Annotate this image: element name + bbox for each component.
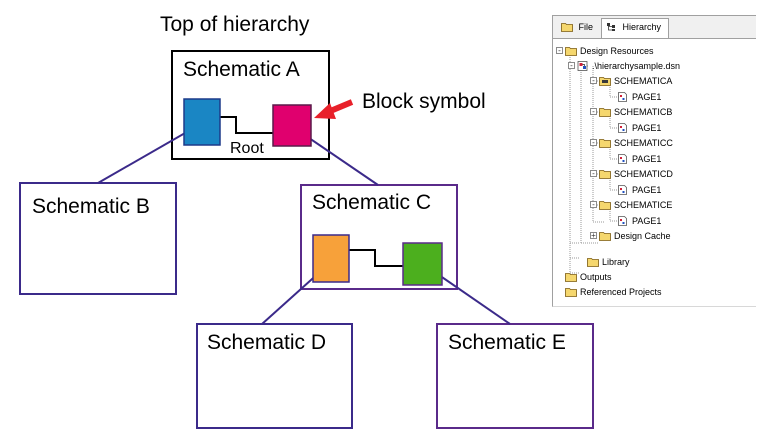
tree-item[interactable]: Design Resources (565, 44, 654, 58)
tab-bar: File Hierarchy (553, 16, 756, 39)
tree-item[interactable]: Design Cache (599, 229, 671, 243)
tree-item-label: Library (602, 257, 630, 267)
collapse-toggle[interactable]: - (590, 77, 597, 85)
folder-icon (565, 288, 577, 297)
schematic-a-label: Schematic A (183, 58, 300, 81)
block-magenta (272, 104, 312, 147)
project-manager-panel: File Hierarchy -Design Resources-.\hiera… (552, 15, 756, 307)
tab-hierarchy-label: Hierarchy (622, 22, 662, 32)
collapse-toggle[interactable]: - (590, 139, 597, 147)
tree-item[interactable]: PAGE1 (617, 152, 661, 166)
tree-item-label: SCHEMATICB (614, 107, 673, 117)
collapse-toggle[interactable]: - (590, 170, 597, 178)
folder-icon (565, 273, 577, 282)
tree-item-label: PAGE1 (632, 154, 662, 164)
schematic-e-label: Schematic E (448, 331, 566, 354)
schematic-e-box (436, 323, 594, 429)
folder-icon (599, 139, 611, 148)
tree-item-label: .\hierarchysample.dsn (592, 61, 681, 71)
tree-item-label: PAGE1 (632, 92, 662, 102)
schematic-b-label: Schematic B (32, 195, 150, 218)
tree-item[interactable]: SCHEMATICB (599, 105, 672, 119)
callout-arrow-head (314, 103, 336, 119)
folder-icon (561, 23, 573, 32)
tree-item[interactable]: Outputs (565, 270, 612, 284)
collapse-toggle[interactable]: - (590, 201, 597, 209)
tree-item-label: Outputs (580, 272, 612, 282)
tree-item[interactable]: PAGE1 (617, 90, 661, 104)
hierarchy-icon (607, 23, 615, 31)
schematic-d-box (196, 323, 353, 429)
wire-a (220, 116, 273, 134)
tree-item[interactable]: PAGE1 (617, 121, 661, 135)
collapse-toggle[interactable]: - (568, 62, 575, 70)
page-icon (618, 92, 627, 102)
tree-item[interactable]: PAGE1 (617, 214, 661, 228)
tree-item-label: SCHEMATICC (614, 138, 673, 148)
block-green (402, 242, 443, 286)
block-blue (183, 98, 221, 146)
tab-file[interactable]: File (557, 19, 599, 36)
tree-item[interactable]: Library (587, 255, 630, 269)
folder-icon (599, 170, 611, 179)
folder-icon (565, 47, 577, 56)
root-folder-icon (599, 77, 611, 86)
tree-item[interactable]: SCHEMATICA (599, 74, 672, 88)
tab-file-label: File (578, 22, 594, 32)
collapse-toggle[interactable]: - (590, 108, 597, 116)
tree-item-label: Design Resources (580, 46, 654, 56)
tree-item-label: SCHEMATICE (614, 200, 673, 210)
page-icon (618, 185, 627, 195)
page-icon (618, 154, 627, 164)
page-icon (618, 216, 627, 226)
schematic-b-box (19, 182, 177, 295)
block-orange (312, 234, 350, 283)
folder-icon (599, 108, 611, 117)
tree-item-label: PAGE1 (632, 185, 662, 195)
design-file-icon (577, 61, 588, 71)
tree-item[interactable]: .\hierarchysample.dsn (577, 59, 680, 73)
tree-item-label: PAGE1 (632, 216, 662, 226)
collapse-toggle[interactable]: - (556, 47, 563, 55)
tree-item[interactable]: SCHEMATICE (599, 198, 672, 212)
block-symbol-callout: Block symbol (362, 90, 486, 113)
folder-icon (599, 232, 611, 241)
tree-item-label: PAGE1 (632, 123, 662, 133)
schematic-c-label: Schematic C (312, 191, 432, 214)
folder-icon (599, 201, 611, 210)
tree-item-label: Design Cache (614, 231, 671, 241)
folder-icon (587, 258, 599, 267)
schematic-d-label: Schematic D (207, 331, 327, 354)
diagram-title: Top of hierarchy (160, 13, 310, 36)
tab-hierarchy[interactable]: Hierarchy (601, 18, 669, 38)
tree-item[interactable]: SCHEMATICC (599, 136, 673, 150)
tree-item[interactable]: PAGE1 (617, 183, 661, 197)
tree-item[interactable]: Referenced Projects (565, 285, 662, 299)
page-icon (618, 123, 627, 133)
hierarchy-tree: -Design Resources-.\hierarchysample.dsn-… (553, 39, 756, 306)
root-label: Root (230, 140, 264, 157)
wire-c (349, 249, 403, 267)
tree-item-label: Referenced Projects (580, 287, 662, 297)
expand-toggle[interactable]: + (590, 231, 597, 240)
tree-item-label: SCHEMATICA (614, 76, 673, 86)
tree-item-label: SCHEMATICD (614, 169, 673, 179)
tree-item[interactable]: SCHEMATICD (599, 167, 673, 181)
